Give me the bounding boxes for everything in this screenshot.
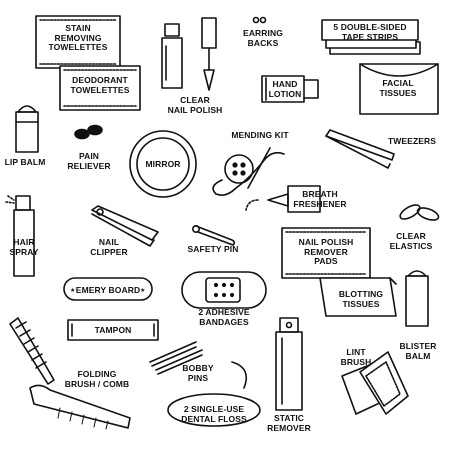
label-hair-spray: HAIR SPRAY (9, 237, 39, 257)
nail-polish-icon (162, 18, 216, 90)
label-mirror: MIRROR (145, 159, 181, 169)
emery-board-icon: ★ ★ (64, 278, 152, 300)
label-tweezers: TWEEZERS (387, 136, 437, 146)
label-emery-board: EMERY BOARD (75, 285, 141, 295)
label-earring-backs: EARRING BACKS (243, 28, 283, 48)
svg-text:★: ★ (70, 287, 75, 294)
label-lip-balm: LIP BALM (4, 157, 46, 167)
hair-spray-icon (6, 196, 34, 276)
label-static-remover: STATIC REMOVER (267, 413, 311, 433)
label-adhesive-bandages: 2 ADHESIVE BANDAGES (198, 307, 250, 327)
label-polish-remover-pads: NAIL POLISH REMOVER PADS (298, 237, 354, 266)
adhesive-bandages-icon (182, 272, 266, 308)
label-folding-brush: FOLDING BRUSH / COMB (64, 369, 130, 389)
label-hand-lotion: HAND LOTION (268, 79, 302, 99)
label-dental-floss: 2 SINGLE-USE DENTAL FLOSS (181, 404, 247, 424)
nail-clipper-icon (92, 206, 158, 246)
folding-brush-icon (10, 318, 130, 429)
blister-balm-icon (406, 271, 428, 326)
label-tape-strips: 5 DOUBLE-SIDED TAPE STRIPS (333, 22, 407, 42)
safety-pin-icon (193, 226, 234, 245)
label-nail-clipper: NAIL CLIPPER (90, 237, 128, 257)
svg-text:★: ★ (140, 287, 145, 294)
label-stain-towelettes: STAIN REMOVING TOWELETTES (48, 23, 108, 52)
label-blotting-tissues: BLOTTING TISSUES (338, 289, 384, 309)
clear-elastics-icon (398, 202, 440, 222)
breath-freshener-icon (246, 186, 320, 212)
label-pain-reliever: PAIN RELIEVER (67, 151, 111, 171)
label-lint-brush: LINT BRUSH (340, 347, 372, 367)
tampon-icon (68, 320, 158, 340)
dental-floss-icon (168, 362, 260, 426)
deodorant-towelettes-icon (60, 66, 140, 110)
static-remover-icon (276, 318, 302, 410)
earring-backs-icon (254, 18, 266, 23)
label-clear-elastics: CLEAR ELASTICS (389, 231, 433, 251)
label-clear-nail-polish: CLEAR NAIL POLISH (167, 95, 223, 115)
label-tampon: TAMPON (94, 325, 132, 335)
label-bobby-pins: BOBBY PINS (182, 363, 214, 383)
label-safety-pin: SAFETY PIN (187, 244, 239, 254)
hand-lotion-icon (262, 76, 318, 102)
facial-tissues-icon (360, 64, 438, 114)
lip-balm-icon (16, 106, 38, 152)
label-deodorant-towelettes: DEODORANT TOWELETTES (70, 75, 130, 95)
pain-reliever-icon (75, 126, 102, 139)
label-mending-kit: MENDING KIT (231, 130, 289, 140)
mirror-icon (130, 131, 196, 197)
label-breath-freshener: BREATH FRESHENER (293, 189, 347, 209)
label-facial-tissues: FACIAL TISSUES (379, 78, 417, 98)
mending-kit-icon (213, 148, 284, 195)
lint-brush-icon (342, 352, 408, 414)
tweezers-icon (326, 130, 394, 168)
label-blister-balm: BLISTER BALM (399, 341, 437, 361)
blotting-tissues-icon (320, 278, 396, 316)
tape-strips-icon (322, 20, 420, 54)
bobby-pins-icon (150, 342, 202, 374)
